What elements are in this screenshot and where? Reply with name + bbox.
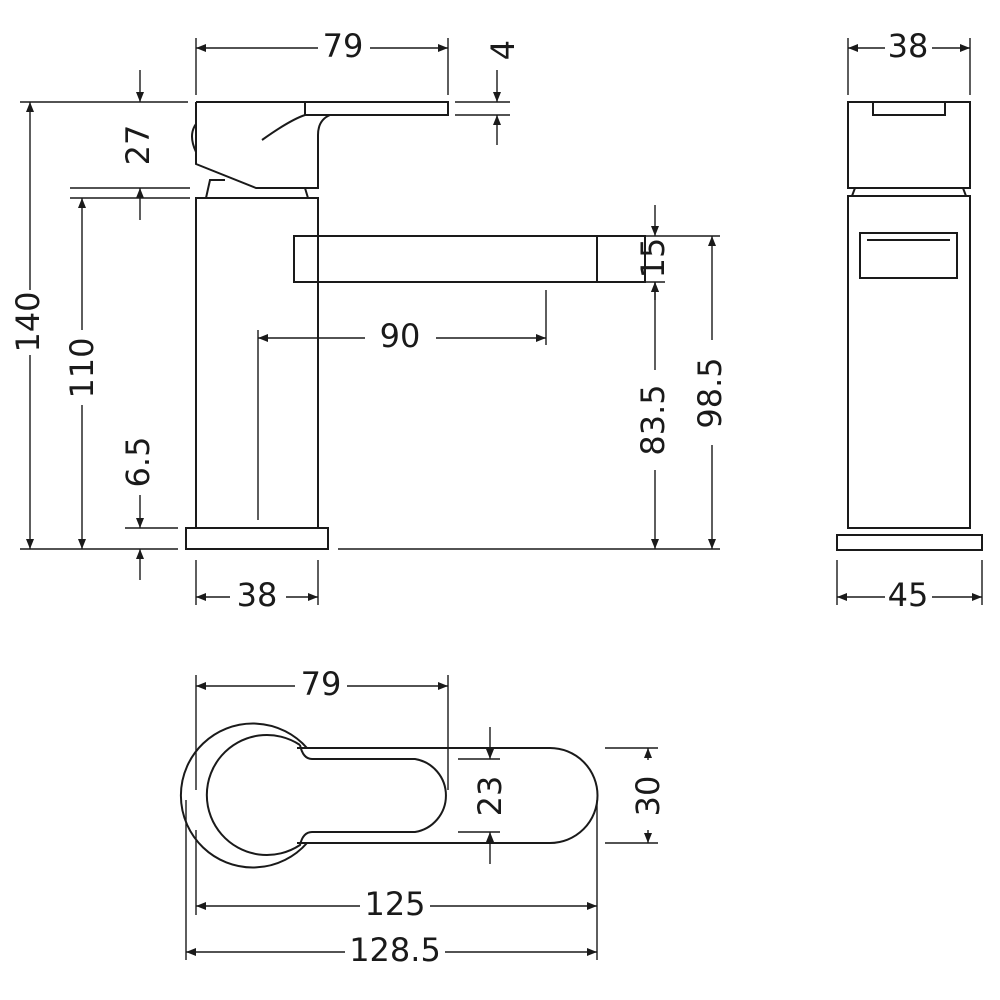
top-view: 79 23 30 125 128.5 — [179, 665, 667, 969]
front-view: 79 4 27 140 110 6.5 38 90 15 83.5 98.5 — [9, 27, 729, 614]
side-body — [847, 195, 971, 529]
side-base — [836, 534, 983, 551]
dim-spout-top-height: 98.5 — [691, 357, 729, 428]
dim-side-body-depth: 38 — [888, 27, 929, 65]
dim-top-spout-width: 30 — [629, 776, 667, 817]
dim-side-base-depth: 45 — [888, 576, 929, 614]
spout — [293, 235, 646, 283]
dim-top-handle-width: 23 — [471, 776, 509, 817]
dimension-lines — [26, 44, 716, 601]
top-spout — [297, 747, 599, 844]
dim-body-width: 38 — [237, 576, 278, 614]
dim-body-height: 110 — [63, 337, 101, 398]
dim-lever-thickness: 4 — [484, 40, 522, 60]
top-inner-handle — [205, 734, 447, 856]
side-spout-end — [859, 232, 958, 279]
side-handle — [847, 101, 971, 189]
extension-lines — [20, 38, 720, 605]
tap-body — [195, 197, 319, 529]
dim-top-handle-length: 79 — [301, 665, 342, 703]
dim-overall-length: 128.5 — [349, 931, 441, 969]
dim-handle-height: 27 — [119, 125, 157, 166]
dim-spout-projection: 90 — [380, 317, 421, 355]
dim-base-height: 6.5 — [119, 437, 157, 488]
handle-outline — [191, 101, 449, 199]
dim-length-to-spout-end: 125 — [364, 885, 425, 923]
top-outer-outline — [179, 722, 308, 869]
tap-base — [185, 527, 329, 550]
dim-handle-length: 79 — [323, 27, 364, 65]
dim-spout-thickness: 15 — [634, 238, 672, 279]
dim-spout-underside-height: 83.5 — [634, 384, 672, 455]
side-view: 38 45 — [836, 27, 983, 614]
dim-overall-height: 140 — [9, 291, 47, 352]
